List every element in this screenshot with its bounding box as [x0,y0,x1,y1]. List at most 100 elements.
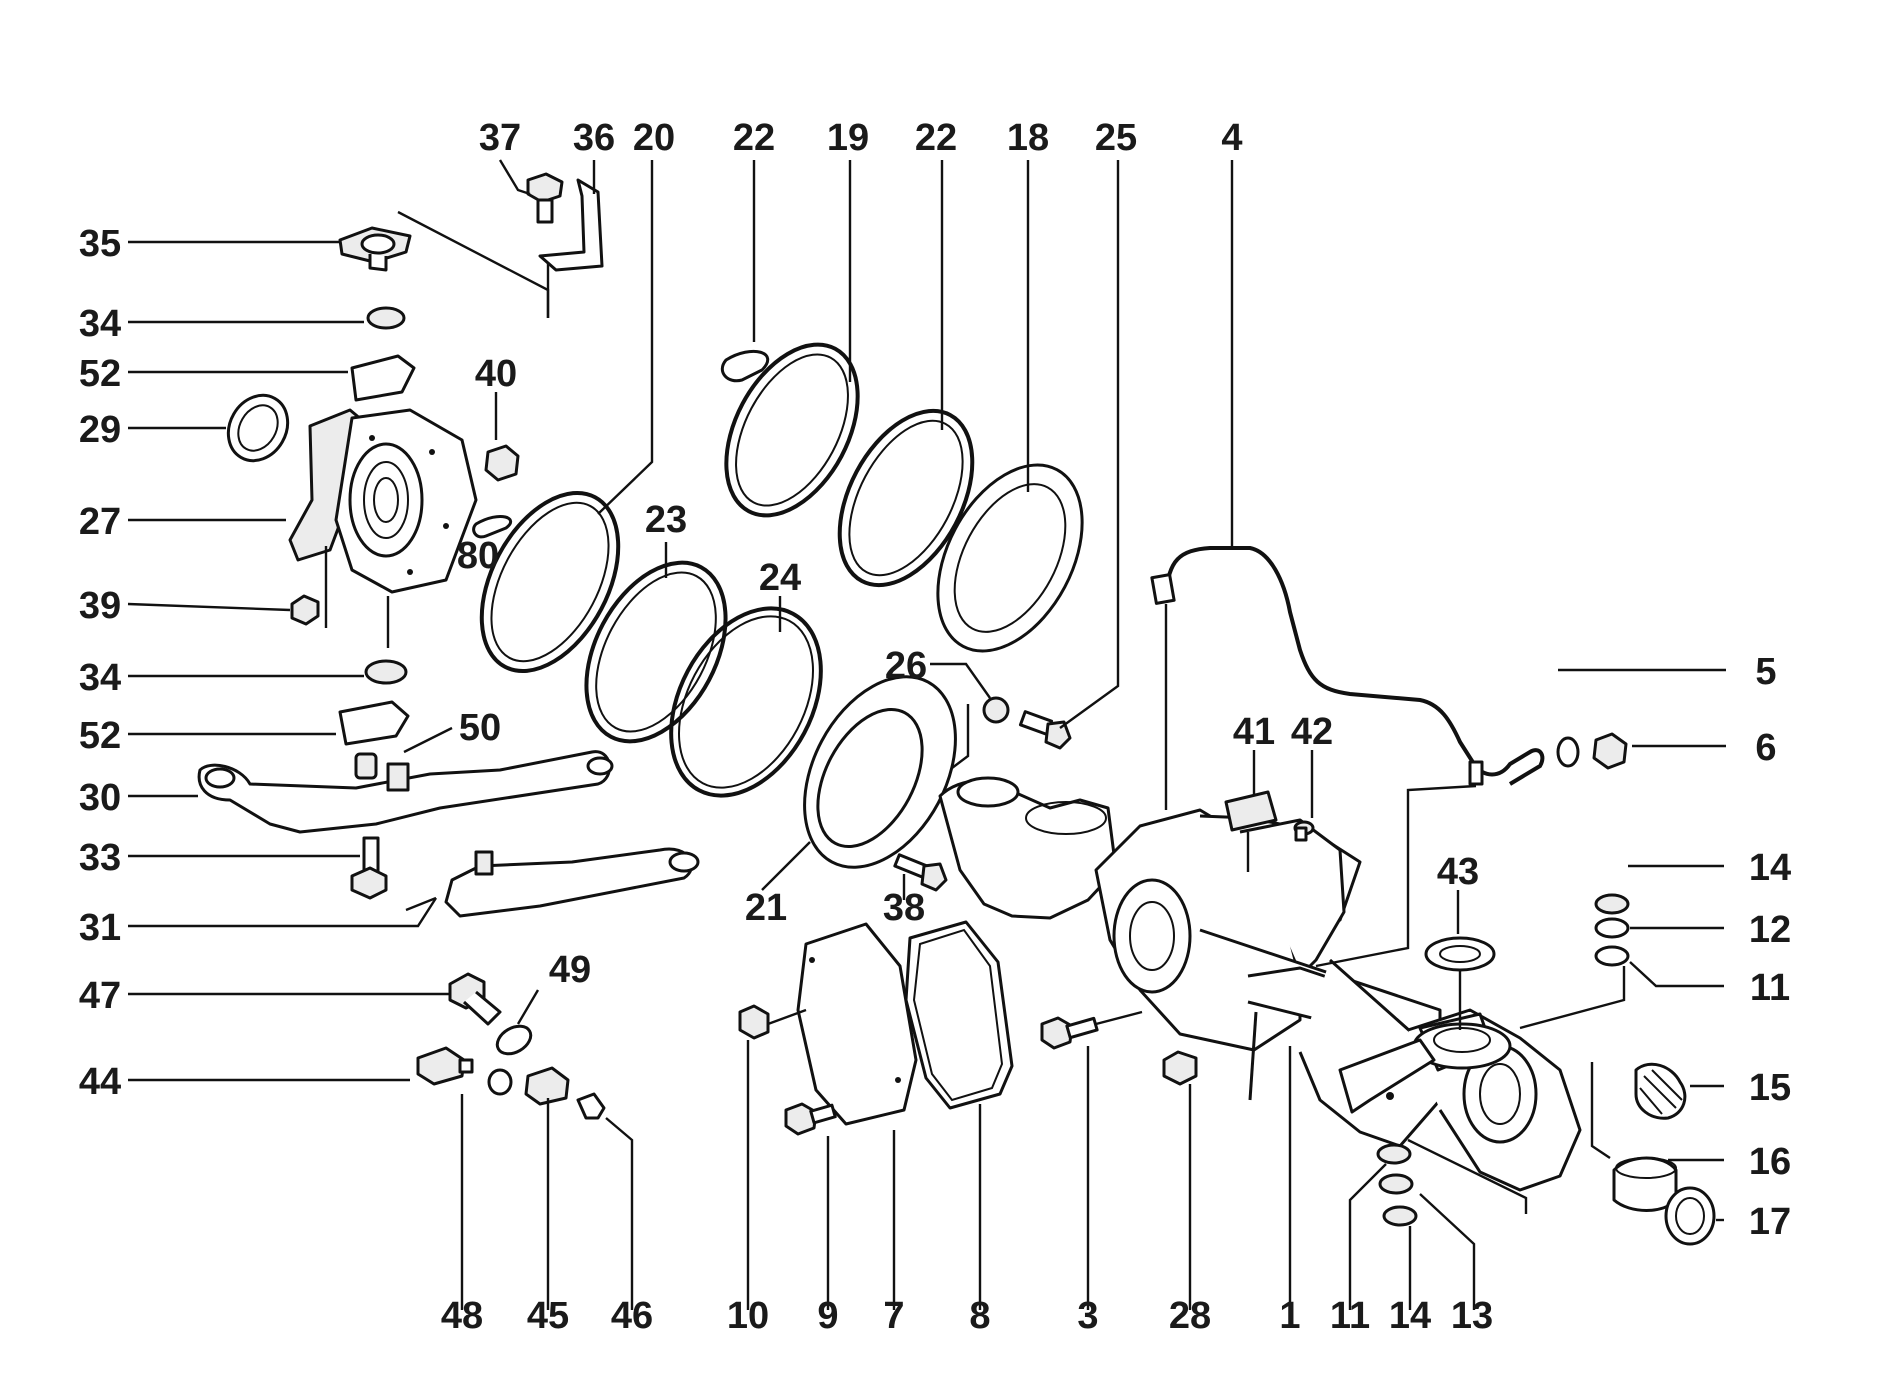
part-gasket-ring-24 [669,606,823,798]
part-plug-28 [1162,1050,1198,1086]
callout-20: 20 [633,117,675,159]
callout-41: 41 [1233,711,1275,753]
callout-30: 30 [79,777,121,819]
part-bolt-3 [1040,1016,1099,1050]
callout-80: 80 [457,535,499,577]
callout-31: 31 [79,907,121,949]
part-washer-34-lower [364,659,408,685]
callout-22-top-left: 22 [733,117,775,159]
part-lower-arm-31 [444,847,700,918]
callout-26: 26 [885,645,927,687]
callout-9: 9 [817,1295,838,1337]
part-ring-22 [837,408,975,588]
callout-17: 17 [1749,1201,1791,1243]
part-washer-48 [487,1068,513,1096]
callout-37: 37 [479,117,521,159]
callout-44: 44 [79,1061,121,1103]
part-screw-42 [1293,820,1315,842]
callout-4: 4 [1221,117,1242,159]
part-nut-39 [290,594,320,626]
part-seal-ring-20 [479,490,621,674]
part-bolt-33 [350,836,388,900]
callout-48: 48 [441,1295,483,1337]
part-shim-plate-21 [803,675,957,869]
callout-7: 7 [883,1295,904,1337]
part-bush-16 [1612,1156,1678,1212]
callout-33: 33 [79,837,121,879]
part-ring-19 [724,342,860,518]
part-bolt-25 [1018,710,1072,750]
callout-14-bottom: 14 [1389,1295,1431,1337]
part-washer-11-right [1594,945,1630,967]
part-bush-50 [354,752,378,780]
callout-25: 25 [1095,117,1137,159]
part-plug-40 [484,444,520,482]
callout-42: 42 [1291,711,1333,753]
callout-15: 15 [1749,1067,1791,1109]
part-seal-ring-23 [584,560,728,744]
part-gasket-52-lower [338,700,410,746]
callout-1: 1 [1279,1295,1300,1337]
part-flange-ring-18 [936,463,1084,653]
part-gasket-52-upper [350,354,416,402]
callout-47: 47 [79,975,121,1017]
leader-lines [127,159,1726,1310]
callout-24: 24 [759,557,801,599]
part-clip-80 [472,515,513,539]
callout-18: 18 [1007,117,1049,159]
part-upper-arm-30 [197,750,614,834]
part-brake-pipe-4 [1150,546,1545,786]
callout-labels: 37 36 20 22 19 22 18 25 4 35 34 52 40 29… [79,117,1791,1337]
callout-34-lower: 34 [79,657,121,699]
part-washer-11-bottom [1376,1143,1412,1165]
callout-40: 40 [475,353,517,395]
part-washer-34-upper [366,306,406,330]
callout-45: 45 [527,1295,569,1337]
part-bolt-38 [893,853,948,892]
part-washer-14-right [1594,893,1630,915]
part-cap-17 [1664,1186,1716,1246]
callout-49: 49 [549,949,591,991]
part-seal-43 [1424,936,1496,972]
part-washer-49 [495,1024,533,1056]
callout-29: 29 [79,409,121,451]
callout-46: 46 [611,1295,653,1337]
part-washer-13 [1378,1173,1414,1195]
callout-21: 21 [745,887,787,929]
part-nut-6 [1592,732,1628,770]
callout-8: 8 [969,1295,990,1337]
callout-50: 50 [459,707,501,749]
callout-12: 12 [1749,909,1791,951]
callout-23: 23 [645,499,687,541]
callout-52-upper: 52 [79,353,121,395]
part-bolt-9 [784,1102,837,1136]
part-seal-29 [226,393,290,463]
callout-36: 36 [573,117,615,159]
part-washer-12 [1594,917,1630,939]
part-sensor-44 [416,1046,474,1086]
part-plug-10 [738,1004,770,1040]
callout-6: 6 [1755,727,1776,769]
part-flange-cap-35 [338,226,412,272]
callout-22-top-right: 22 [915,117,957,159]
part-banjo-bolt-47 [448,972,502,1026]
callout-10: 10 [727,1295,769,1337]
callout-16: 16 [1749,1141,1791,1183]
part-washer-26 [982,696,1010,724]
callout-19: 19 [827,117,869,159]
callout-13: 13 [1451,1295,1493,1337]
callout-43: 43 [1437,851,1479,893]
part-clip-22-upper [720,349,770,383]
part-steering-knuckle-27 [288,408,478,594]
callout-3: 3 [1077,1295,1098,1337]
callout-52-lower: 52 [79,715,121,757]
part-boot-15 [1634,1062,1687,1120]
callout-28: 28 [1169,1295,1211,1337]
part-bleeder-46 [576,1092,606,1120]
callout-11-bottom: 11 [1330,1295,1370,1337]
part-union-45 [524,1066,570,1106]
callout-27: 27 [79,501,121,543]
part-bolt-37 [526,172,564,224]
part-cover-7 [796,922,918,1126]
